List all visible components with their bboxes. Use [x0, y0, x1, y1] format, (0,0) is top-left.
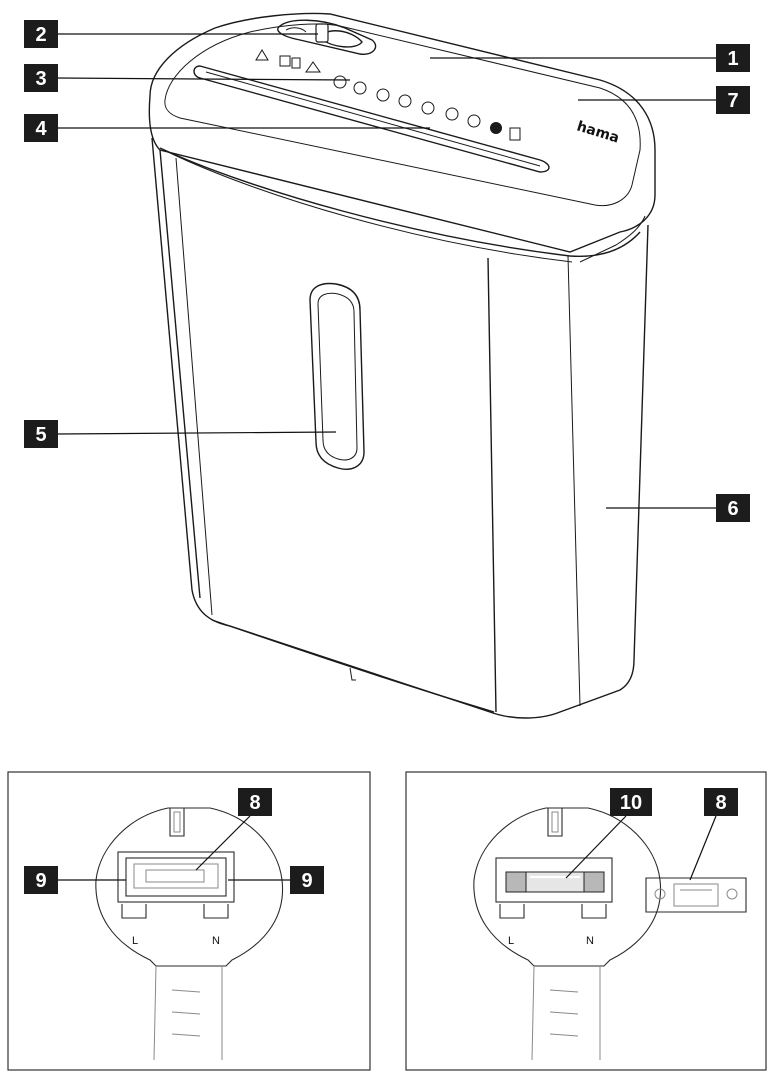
svg-text:6: 6 [727, 498, 738, 520]
plug-body-open [473, 807, 662, 967]
callout-9-right: 9 [290, 866, 324, 894]
callout-3: 3 [24, 64, 58, 92]
svg-text:9: 9 [35, 870, 46, 892]
terminal-label-neutral: N [212, 935, 220, 947]
waste-bin [151, 137, 649, 719]
callout-5: 5 [24, 420, 58, 448]
svg-text:4: 4 [35, 118, 47, 140]
slide-switch [277, 19, 377, 55]
callout-10: 10 [610, 788, 652, 816]
callout-6: 6 [716, 494, 750, 522]
fill-level-window [309, 282, 365, 470]
callout-8-left: 8 [238, 788, 272, 816]
terminal-label-live: L [132, 935, 138, 947]
shredder-lid [148, 12, 656, 253]
terminal-label-live: L [508, 935, 514, 947]
plug-panel-left: L N 8 9 9 [7, 771, 371, 1071]
svg-text:8: 8 [715, 792, 726, 814]
fuse [505, 871, 605, 893]
callout-9-left: 9 [24, 866, 58, 894]
svg-text:1: 1 [727, 48, 738, 70]
safety-symbols [255, 49, 521, 141]
svg-text:7: 7 [727, 90, 738, 112]
svg-text:2: 2 [35, 24, 46, 46]
fuse-cover-removed [645, 877, 747, 913]
callout-2: 2 [24, 20, 58, 48]
paper-slot [193, 65, 550, 173]
brand-logo: hama [575, 119, 621, 147]
callout-8-right: 8 [704, 788, 738, 816]
terminal-label-neutral: N [586, 935, 594, 947]
svg-text:10: 10 [620, 792, 642, 814]
callout-4: 4 [24, 114, 58, 142]
plug-panel-right: L N 10 8 [405, 771, 767, 1071]
callout-7: 7 [716, 86, 750, 114]
plug-body [95, 807, 284, 967]
svg-text:5: 5 [35, 424, 46, 446]
shredder-illustration: hama [148, 12, 656, 719]
svg-text:3: 3 [35, 68, 46, 90]
fuse-cover [125, 857, 227, 897]
callout-1: 1 [716, 44, 750, 72]
svg-text:8: 8 [249, 792, 260, 814]
svg-text:9: 9 [301, 870, 312, 892]
